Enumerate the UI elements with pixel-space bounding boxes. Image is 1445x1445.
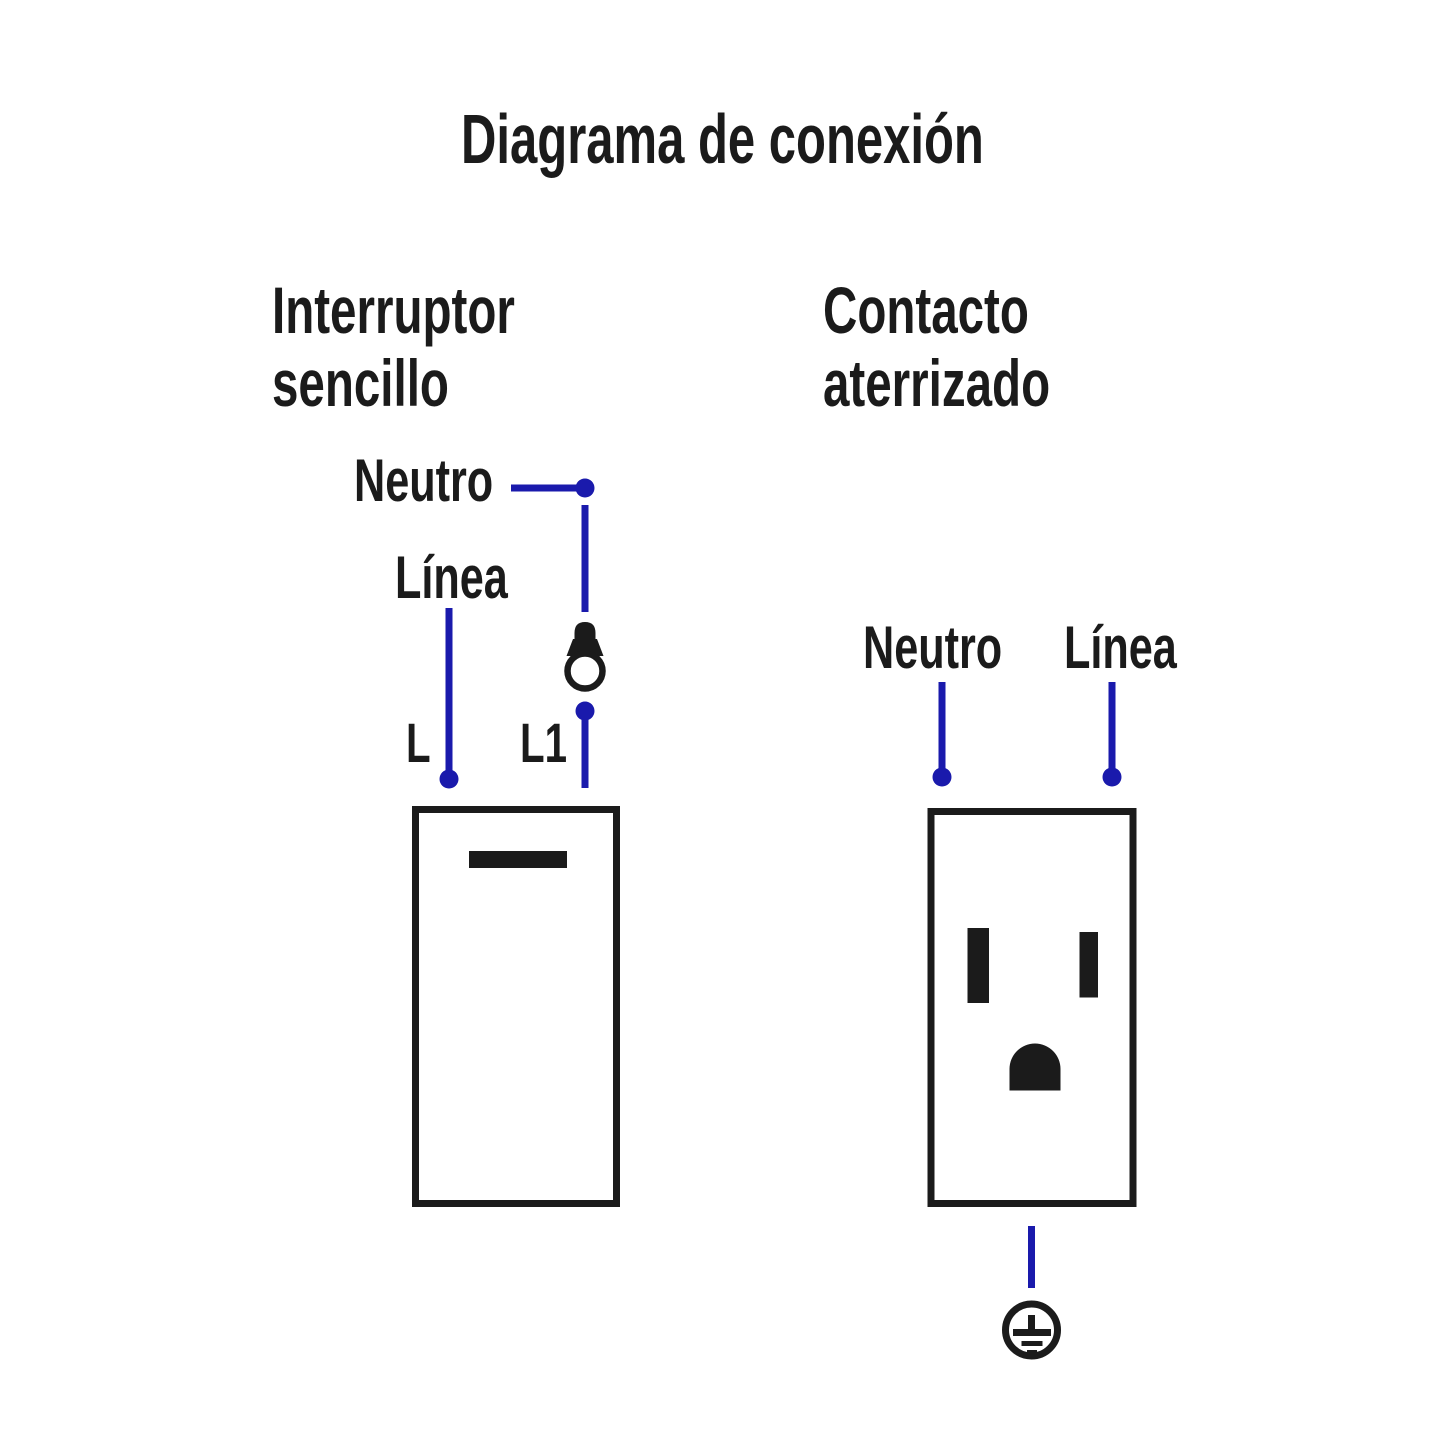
bulb-globe xyxy=(564,650,606,692)
switch-section-heading: Interruptor sencillo xyxy=(272,274,515,420)
switch-heading-line1: Interruptor xyxy=(272,273,515,347)
bulb-neck xyxy=(566,639,604,656)
terminal-l-label: L xyxy=(406,711,431,774)
line-terminal-dot xyxy=(1102,767,1122,787)
neutral-terminal-dot xyxy=(932,767,952,787)
title-row: Diagrama de conexión xyxy=(0,104,1445,174)
switch-neutral-label: Neutro xyxy=(354,447,494,514)
outlet-section-heading: Contacto aterrizado xyxy=(823,274,1050,420)
switch-symbol xyxy=(412,806,620,1207)
outlet-body xyxy=(927,808,1137,1207)
switch-line-label: Línea xyxy=(395,544,508,611)
switch-rocker-mark xyxy=(469,851,567,868)
terminal-l1-label: L1 xyxy=(520,711,568,774)
outlet-ground-hole xyxy=(1009,1043,1061,1091)
outlet-heading-line2: aterrizado xyxy=(823,346,1051,420)
bulb-icon xyxy=(564,622,606,692)
ground-earth-icon xyxy=(1002,1300,1061,1360)
outlet-symbol xyxy=(927,808,1137,1207)
switch-heading-line2: sencillo xyxy=(272,346,449,420)
neutral-junction-dot xyxy=(575,478,595,498)
switch-circuit xyxy=(412,478,620,1207)
outlet-line-label: Línea xyxy=(1064,614,1177,681)
outlet-neutral-slot xyxy=(967,928,989,1003)
outlet-line-slot xyxy=(1079,932,1098,998)
l-terminal-dot xyxy=(439,769,459,789)
outlet-circuit xyxy=(927,682,1137,1360)
outlet-neutral-label: Neutro xyxy=(863,614,1003,681)
page-title: Diagrama de conexión xyxy=(461,100,984,178)
outlet-heading-line1: Contacto xyxy=(823,273,1029,347)
switch-body xyxy=(412,806,620,1207)
